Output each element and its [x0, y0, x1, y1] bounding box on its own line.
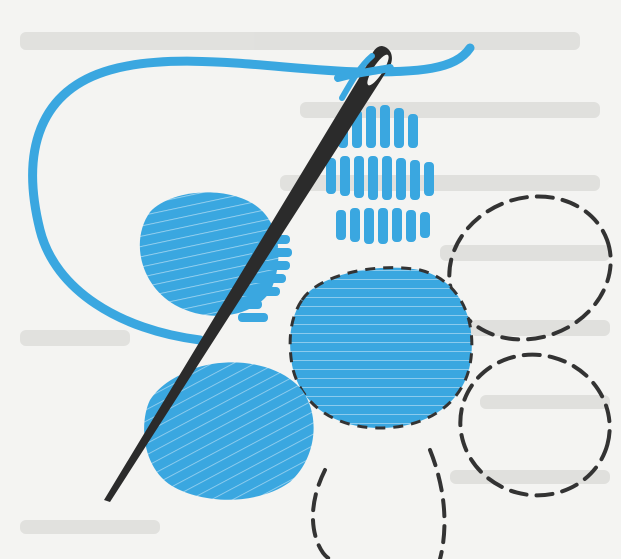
petal-outline-bottom: [313, 450, 445, 559]
background-bleed-text: [20, 32, 610, 534]
flower-center: [290, 268, 472, 428]
petal-filled-bottom: [144, 362, 314, 499]
petal-outline-right: [444, 338, 621, 512]
